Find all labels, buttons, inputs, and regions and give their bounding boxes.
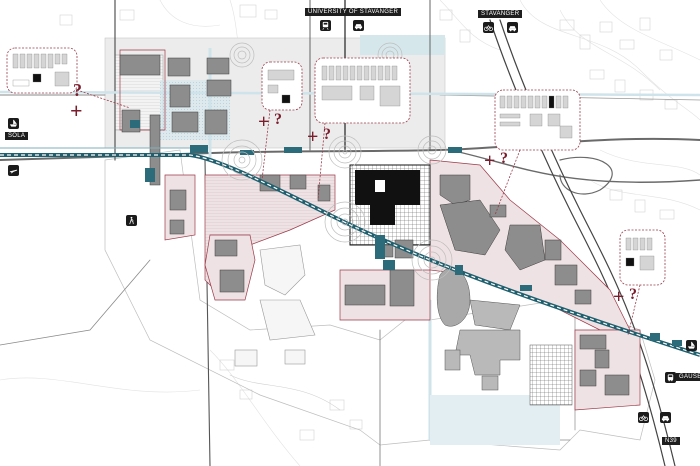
svg-text:+: + xyxy=(258,111,269,133)
lower-buildings xyxy=(436,267,573,406)
label-sola: SOLA xyxy=(5,132,29,140)
svg-text:?: ? xyxy=(629,286,637,303)
bicycle-icon xyxy=(483,22,494,33)
airplane-icon xyxy=(8,165,19,176)
car-icon xyxy=(353,20,364,31)
svg-text:+: + xyxy=(70,98,83,123)
svg-text:+: + xyxy=(484,150,495,172)
station-circles xyxy=(221,42,453,281)
boat-icon xyxy=(686,340,697,351)
label-university: UNIVERSITY OF STAVANGER xyxy=(305,8,402,16)
label-gausel: GAUSEL xyxy=(676,373,700,381)
label-stavanger: STAVANGER xyxy=(478,10,523,18)
car-icon xyxy=(507,22,518,33)
svg-text:+: + xyxy=(307,126,318,148)
svg-text:?: ? xyxy=(73,80,82,100)
svg-text:?: ? xyxy=(500,150,508,167)
existing-buildings-outline xyxy=(234,244,316,367)
car-icon xyxy=(660,412,671,423)
campus-plaza-blue xyxy=(360,35,445,55)
central-grid-block xyxy=(349,164,431,246)
label-n39: N39 xyxy=(662,437,680,445)
train-icon xyxy=(320,20,331,31)
svg-text:+: + xyxy=(613,286,624,308)
plus-question-marks: +? +? +? +? +? xyxy=(70,80,637,308)
bus-icon xyxy=(665,372,676,383)
buildings xyxy=(119,54,630,396)
hiker-icon xyxy=(126,215,137,226)
background-buildings xyxy=(59,4,678,441)
callout-diagrams xyxy=(12,53,655,271)
boat-icon xyxy=(8,118,19,129)
svg-text:?: ? xyxy=(323,126,331,143)
bicycle-icon xyxy=(638,412,649,423)
svg-text:?: ? xyxy=(274,111,282,128)
